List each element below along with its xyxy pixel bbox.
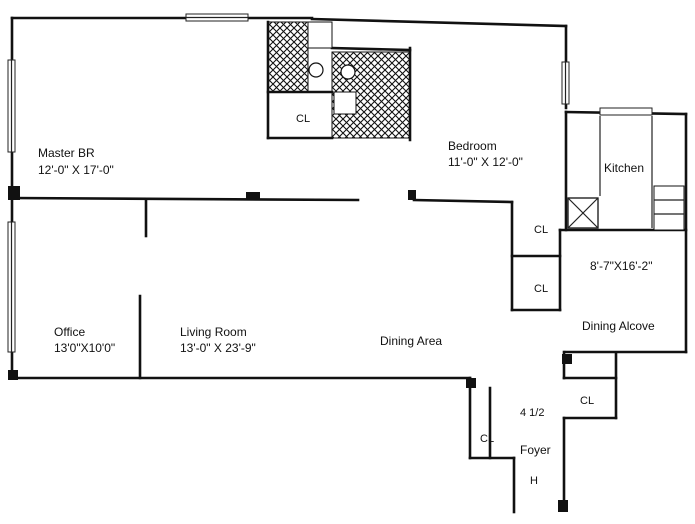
kitchen-name: Kitchen bbox=[604, 161, 644, 175]
bath-count-label: 4 1/2 bbox=[520, 407, 544, 419]
foyer-closet-right-label: CL bbox=[580, 395, 594, 407]
bath-fixtures bbox=[267, 21, 411, 139]
kitchen-fixtures bbox=[567, 185, 685, 231]
bedroom-dims: 11'-0" X 12'-0" bbox=[448, 155, 523, 169]
bedroom-name: Bedroom bbox=[448, 139, 497, 153]
living-room-name: Living Room bbox=[180, 325, 247, 339]
room-labels: Master BR 12'-0" X 17'-0" Bedroom 11'-0"… bbox=[38, 139, 655, 457]
dining-alcove-dims: 8'-7"X16'-2" bbox=[590, 259, 652, 273]
dining-alcove-name: Dining Alcove bbox=[582, 319, 655, 333]
foyer-name: Foyer bbox=[520, 443, 551, 457]
office-name: Office bbox=[54, 325, 85, 339]
markers: 4 1/2 H bbox=[520, 407, 544, 487]
master-br-dims: 12'-0" X 17'-0" bbox=[38, 163, 114, 177]
living-room-dims: 13'-0" X 23'-9" bbox=[180, 341, 256, 355]
hall-closet-lower-label: CL bbox=[534, 283, 548, 295]
bath-closet-label: CL bbox=[296, 113, 310, 125]
structural-posts bbox=[8, 186, 572, 512]
dining-area-name: Dining Area bbox=[380, 334, 442, 348]
entry-mark-label: H bbox=[530, 475, 538, 487]
closet-labels: CL CL CL CL CL bbox=[296, 113, 594, 445]
windows bbox=[7, 13, 653, 353]
master-br-name: Master BR bbox=[38, 146, 95, 160]
office-dims: 13'0"X10'0" bbox=[54, 341, 115, 355]
foyer-closet-left-label: CL bbox=[480, 433, 494, 445]
hall-closet-upper-label: CL bbox=[534, 224, 548, 236]
